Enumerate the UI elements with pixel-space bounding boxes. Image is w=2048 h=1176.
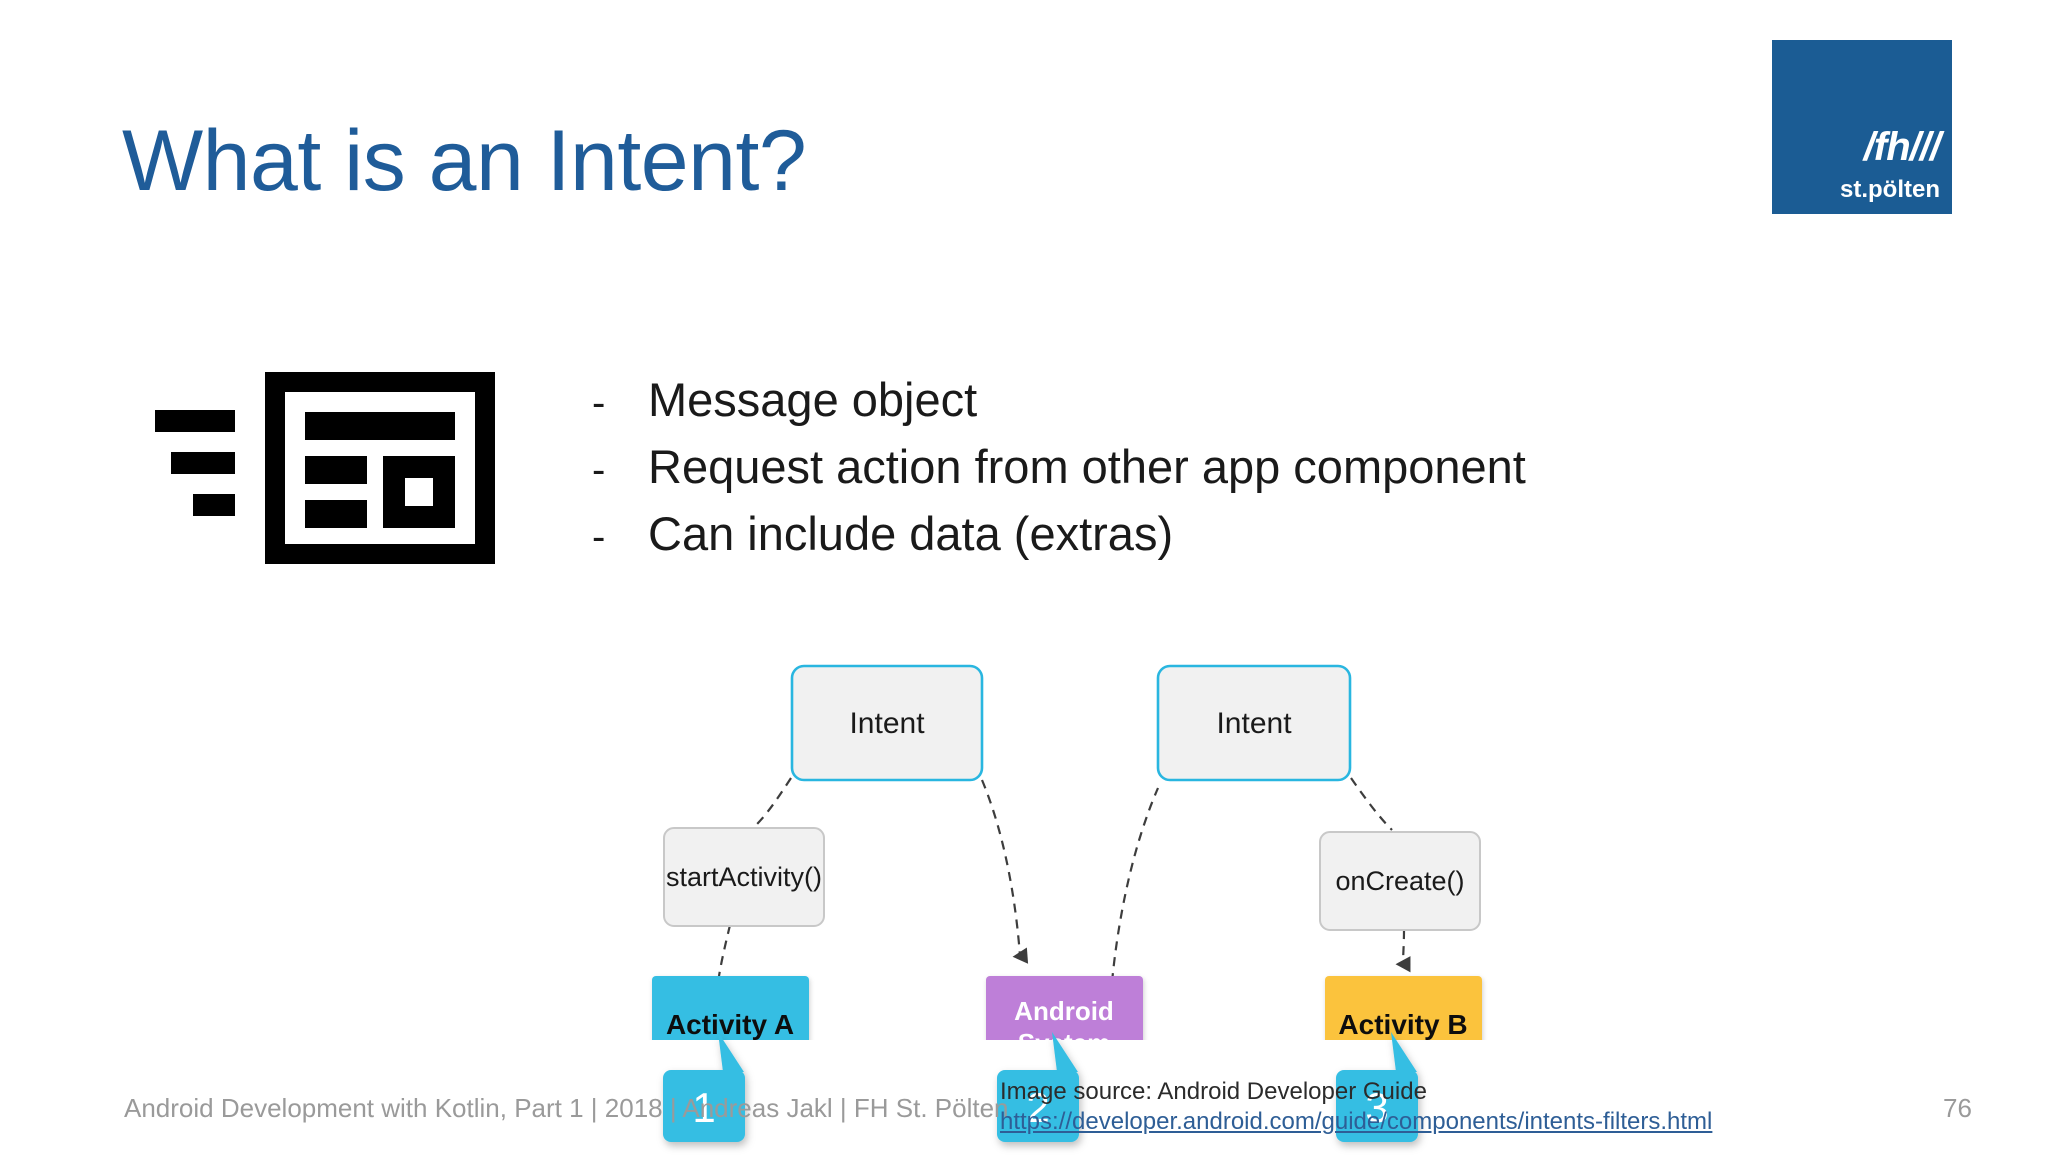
logo-fh-text: /fh///: [1863, 125, 1941, 169]
slide-canvas: /fh/// st.pölten What is an Intent? - Me…: [122, 40, 1972, 1142]
component-box-android-system-line1: Android: [1014, 996, 1114, 1026]
connector-intent1-to-startactivity: [752, 777, 792, 829]
method-box-oncreate-label: onCreate(): [1335, 866, 1464, 896]
connector-oncreate-to-activityb: [1395, 929, 1411, 973]
component-box-activity-a-label: Activity A: [666, 1009, 794, 1040]
image-source-label: Image source: Android Developer Guide: [1000, 1078, 1427, 1105]
connector-androidsystem-to-intent2: [1110, 787, 1160, 983]
connector-intent1-to-androidsystem: [980, 779, 1029, 964]
step-badge-2-label: 2: [1026, 1084, 1049, 1131]
list-item: - Message object: [592, 368, 1712, 435]
intent-box-1: Intent: [790, 664, 984, 782]
bullet-list: - Message object - Request action from o…: [592, 368, 1712, 569]
logo-subtitle-text: st.pölten: [1840, 176, 1940, 203]
step-badge-1: 1: [663, 1032, 745, 1142]
bullet-marker: -: [592, 381, 606, 425]
component-box-activity-b: Activity B: [1325, 976, 1482, 1040]
list-item: - Request action from other app componen…: [592, 435, 1712, 502]
method-box-startactivity-label: startActivity(): [666, 862, 822, 892]
component-box-activity-a: Activity A: [652, 976, 809, 1040]
list-item: - Can include data (extras): [592, 502, 1712, 569]
connector-startactivity-to-activitya: [717, 924, 732, 977]
bullet-text: Can include data (extras): [648, 507, 1174, 560]
page-title: What is an Intent?: [122, 113, 807, 209]
intent-box-2-label: Intent: [1216, 707, 1292, 740]
step-badge-1-label: 1: [692, 1084, 715, 1131]
bullet-text: Message object: [648, 373, 978, 426]
bullet-marker: -: [592, 515, 606, 559]
method-box-oncreate: onCreate(): [1319, 831, 1481, 931]
step-badge-3: 3: [1336, 1032, 1418, 1142]
image-source-link[interactable]: https://developer.android.com/guide/comp…: [1000, 1108, 1713, 1135]
component-box-activity-b-label: Activity B: [1338, 1009, 1467, 1040]
footer-attribution: Android Development with Kotlin, Part 1 …: [124, 1093, 1009, 1123]
intent-box-1-label: Intent: [849, 707, 925, 740]
image-source-block: Image source: Android Developer Guide ht…: [1000, 1077, 1712, 1137]
fh-st-poelten-logo: /fh/// st.pölten: [1772, 40, 1952, 214]
bullet-text: Request action from other app component: [648, 440, 1526, 493]
step-badge-2: 2: [997, 1032, 1079, 1142]
step-badge-3-label: 3: [1365, 1084, 1388, 1131]
component-box-android-system-line2: System: [1018, 1028, 1111, 1040]
intent-message-icon: [155, 372, 495, 564]
bullet-marker: -: [592, 448, 606, 492]
connector-intent2-to-oncreate: [1350, 777, 1393, 831]
method-box-startactivity: startActivity(): [663, 827, 825, 927]
page-number: 76: [1943, 1093, 1972, 1123]
intent-box-2: Intent: [1156, 664, 1352, 782]
component-box-android-system: Android System: [986, 976, 1143, 1040]
intent-flow-diagram: Intent Intent startActivity() onCreate()…: [620, 620, 1540, 1142]
